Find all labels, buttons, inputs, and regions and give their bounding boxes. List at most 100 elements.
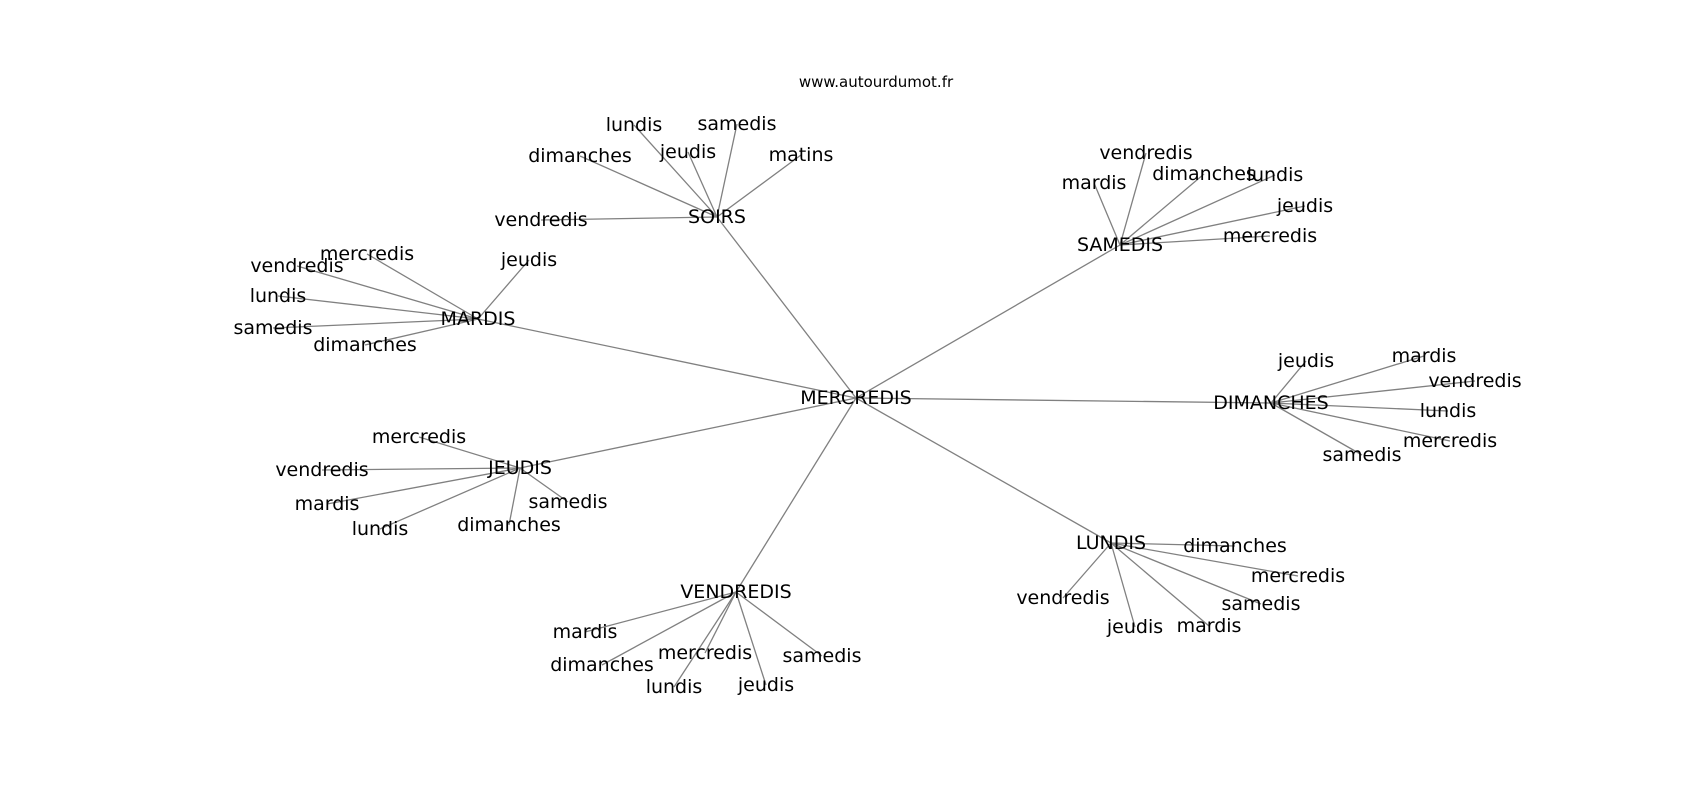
- edge-jeudis-dimanches: [508, 467, 521, 526]
- leaf-node-mardis-mercredis: mercredis: [320, 243, 414, 265]
- edge-lundis-dimanches: [1110, 542, 1236, 547]
- leaf-node-samedis-mercredis: mercredis: [1223, 225, 1317, 247]
- edge-dimanches-jeudis: [1270, 360, 1307, 404]
- edge-soirs-dimanches: [579, 155, 718, 218]
- edge-center-samedis: [855, 244, 1121, 399]
- edge-vendredis-mercredis: [704, 591, 737, 654]
- edge-dimanches-samedis: [1270, 402, 1363, 456]
- edge-lundis-samedis: [1110, 542, 1262, 605]
- hub-node-dimanches: DIMANCHES: [1213, 392, 1328, 414]
- edge-soirs-samedis: [716, 123, 738, 218]
- edge-mardis-samedis: [272, 318, 479, 329]
- edge-mardis-mercredis: [366, 253, 479, 320]
- source-url: www.autourdumot.fr: [798, 73, 954, 91]
- edge-samedis-dimanches: [1119, 173, 1205, 246]
- edge-vendredis-jeudis: [735, 591, 767, 686]
- leaf-node-jeudis-dimanches: dimanches: [457, 514, 561, 536]
- edge-dimanches-mardis: [1270, 355, 1425, 404]
- edge-center-lundis: [855, 397, 1112, 544]
- leaf-node-jeudis-vendredis: vendredis: [275, 459, 368, 481]
- leaf-node-soirs-samedis: samedis: [698, 113, 777, 135]
- leaf-node-vendredis-samedis: samedis: [783, 645, 862, 667]
- edge-vendredis-dimanches: [601, 591, 737, 666]
- edge-dimanches-vendredis: [1270, 380, 1476, 404]
- leaf-node-dimanches-lundis: lundis: [1420, 400, 1477, 422]
- leaf-node-samedis-jeudis: jeudis: [1276, 195, 1333, 217]
- leaf-node-lundis-mercredis: mercredis: [1251, 565, 1345, 587]
- edge-center-vendredis: [735, 397, 857, 593]
- hub-node-samedis: SAMEDIS: [1077, 234, 1163, 256]
- edge-samedis-mercredis: [1119, 235, 1271, 246]
- leaf-node-mardis-lundis: lundis: [250, 285, 307, 307]
- leaf-node-samedis-vendredis: vendredis: [1099, 142, 1192, 164]
- leaf-node-mardis-dimanches: dimanches: [313, 334, 417, 356]
- leaf-node-samedis-dimanches: dimanches: [1152, 163, 1256, 185]
- edge-vendredis-mardis: [584, 591, 737, 633]
- leaf-node-soirs-vendredis: vendredis: [494, 209, 587, 231]
- edge-center-jeudis: [519, 397, 857, 469]
- hub-node-mardis: MARDIS: [441, 308, 516, 330]
- leaf-node-dimanches-samedis: samedis: [1323, 444, 1402, 466]
- edge-samedis-lundis: [1119, 174, 1276, 246]
- edge-vendredis-samedis: [735, 591, 823, 657]
- edge-center-mardis: [477, 318, 857, 399]
- leaf-node-vendredis-jeudis: jeudis: [737, 674, 794, 696]
- leaf-node-soirs-matins: matins: [769, 144, 834, 166]
- edge-jeudis-vendredis: [321, 467, 521, 471]
- leaf-node-soirs-dimanches: dimanches: [528, 145, 632, 167]
- leaf-node-dimanches-mardis: mardis: [1392, 345, 1457, 367]
- hub-node-soirs: SOIRS: [688, 206, 746, 228]
- leaf-node-lundis-samedis: samedis: [1222, 593, 1301, 615]
- edge-soirs-matins: [716, 154, 802, 218]
- edge-dimanches-lundis: [1270, 402, 1449, 412]
- center-node: MERCREDIS: [800, 387, 911, 409]
- leaf-node-lundis-vendredis: vendredis: [1016, 587, 1109, 609]
- edge-center-soirs: [716, 216, 857, 399]
- leaf-node-jeudis-mardis: mardis: [295, 493, 360, 515]
- edge-mardis-vendredis: [296, 265, 479, 320]
- edge-lundis-jeudis: [1110, 542, 1136, 628]
- edge-mardis-dimanches: [364, 318, 479, 346]
- leaf-node-lundis-mardis: mardis: [1177, 615, 1242, 637]
- hub-node-vendredis: VENDREDIS: [680, 581, 791, 603]
- leaf-node-vendredis-mercredis: mercredis: [658, 642, 752, 664]
- hub-node-lundis: LUNDIS: [1076, 532, 1146, 554]
- leaf-node-samedis-mardis: mardis: [1062, 172, 1127, 194]
- edge-soirs-jeudis: [687, 151, 718, 218]
- edge-center-dimanches: [855, 397, 1272, 404]
- leaf-node-vendredis-dimanches: dimanches: [550, 654, 654, 676]
- edge-jeudis-samedis: [519, 467, 569, 503]
- edge-dimanches-mercredis: [1270, 402, 1451, 442]
- leaf-node-samedis-lundis: lundis: [1247, 164, 1304, 186]
- leaf-node-vendredis-mardis: mardis: [553, 621, 618, 643]
- hub-node-jeudis: JEUDIS: [487, 457, 552, 479]
- leaf-node-jeudis-samedis: samedis: [529, 491, 608, 513]
- edge-mardis-jeudis: [477, 259, 530, 320]
- leaf-node-dimanches-mercredis: mercredis: [1403, 430, 1497, 452]
- leaf-node-mardis-jeudis: jeudis: [500, 249, 557, 271]
- edge-jeudis-mardis: [326, 467, 521, 505]
- edge-samedis-mardis: [1093, 182, 1121, 246]
- edge-lundis-vendredis: [1062, 542, 1112, 599]
- edge-soirs-vendredis: [540, 216, 718, 221]
- leaf-node-mardis-samedis: samedis: [234, 317, 313, 339]
- edge-jeudis-mercredis: [418, 436, 521, 469]
- leaf-node-lundis-jeudis: jeudis: [1106, 616, 1163, 638]
- edge-samedis-jeudis: [1119, 205, 1306, 246]
- edge-soirs-lundis: [633, 124, 718, 218]
- leaf-node-lundis-dimanches: dimanches: [1183, 535, 1287, 557]
- edge-mardis-lundis: [277, 295, 479, 320]
- leaf-node-vendredis-lundis: lundis: [646, 676, 703, 698]
- leaf-node-dimanches-vendredis: vendredis: [1428, 370, 1521, 392]
- edge-samedis-vendredis: [1119, 152, 1147, 246]
- leaf-node-jeudis-lundis: lundis: [352, 518, 409, 540]
- leaf-node-mardis-vendredis: vendredis: [250, 255, 343, 277]
- leaf-node-dimanches-jeudis: jeudis: [1277, 350, 1334, 372]
- edge-lundis-mardis: [1110, 542, 1210, 627]
- leaf-node-soirs-jeudis: jeudis: [659, 141, 716, 163]
- leaf-node-jeudis-mercredis: mercredis: [372, 426, 466, 448]
- edge-vendredis-lundis: [673, 591, 737, 688]
- edge-lundis-mercredis: [1110, 542, 1299, 577]
- leaf-node-soirs-lundis: lundis: [606, 114, 663, 136]
